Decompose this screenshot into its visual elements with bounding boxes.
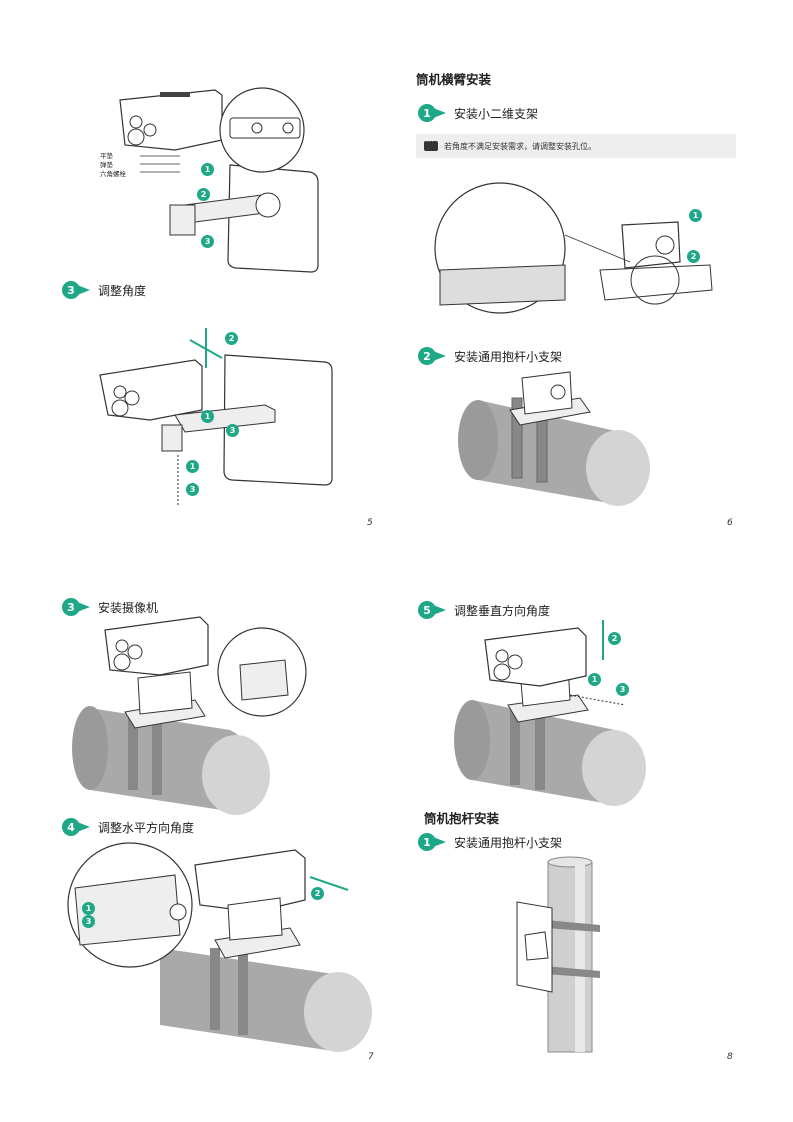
callout-spring-washer: 弹垫 <box>100 161 113 169</box>
step-label: 调整水平方向角度 <box>98 820 195 835</box>
section-heading: 筒机抱杆安装 <box>424 811 500 826</box>
step-number-badge: 4 <box>62 818 80 836</box>
badge-1: 1 <box>82 902 95 915</box>
badge-2: 2 <box>225 332 238 345</box>
step-install-small-bracket: 1 安装小二维支架 <box>418 104 538 122</box>
step-number-badge: 3 <box>62 281 80 299</box>
badge-3: 3 <box>186 483 199 496</box>
step-label: 调整角度 <box>98 283 147 298</box>
step-install-camera: 3 安装摄像机 <box>62 598 158 616</box>
badge-3: 3 <box>226 424 239 437</box>
step-label: 安装摄像机 <box>98 600 159 615</box>
message-icon <box>424 137 438 151</box>
step-label: 安装小二维支架 <box>454 106 539 121</box>
note-box: 若角度不满足安装需求，请调整安装孔位。 <box>416 134 736 158</box>
step-number-badge: 3 <box>62 598 80 616</box>
callout-hex-bolt: 六角螺栓 <box>100 170 126 178</box>
callout-flat-washer: 平垫 <box>100 152 113 160</box>
step-adjust-angle: 3 调整角度 <box>62 281 146 299</box>
badge-1: 1 <box>201 163 214 176</box>
step-number-badge: 2 <box>418 347 436 365</box>
step-adjust-horizontal: 4 调整水平方向角度 <box>62 818 194 836</box>
step-adjust-vertical: 5 调整垂直方向角度 <box>418 601 550 619</box>
step-number-badge: 5 <box>418 601 436 619</box>
step-number-badge: 1 <box>418 104 436 122</box>
badge-1: 1 <box>689 209 702 222</box>
note-text: 若角度不满足安装需求，请调整安装孔位。 <box>444 141 596 151</box>
badge-3: 3 <box>201 235 214 248</box>
page-number: 6 <box>727 518 733 528</box>
badge-2: 2 <box>687 250 700 263</box>
badge-1: 1 <box>186 460 199 473</box>
step-label: 调整垂直方向角度 <box>454 603 551 618</box>
page-number: 7 <box>368 1052 374 1062</box>
page-number: 8 <box>727 1052 733 1062</box>
step-install-pole-bracket: 2 安装通用抱杆小支架 <box>418 347 562 365</box>
section-heading: 筒机横臂安装 <box>416 72 492 87</box>
step-label: 安装通用抱杆小支架 <box>454 835 563 850</box>
badge-2: 2 <box>311 887 324 900</box>
step-pole-install-bracket: 1 安装通用抱杆小支架 <box>418 833 562 851</box>
badge-2: 2 <box>197 188 210 201</box>
step-label: 安装通用抱杆小支架 <box>454 349 563 364</box>
badge-3: 3 <box>616 683 629 696</box>
page-number: 5 <box>367 518 373 528</box>
badge-1: 1 <box>588 673 601 686</box>
badge-1: 1 <box>201 410 214 423</box>
badge-3: 3 <box>82 915 95 928</box>
step-number-badge: 1 <box>418 833 436 851</box>
badge-2: 2 <box>608 632 621 645</box>
